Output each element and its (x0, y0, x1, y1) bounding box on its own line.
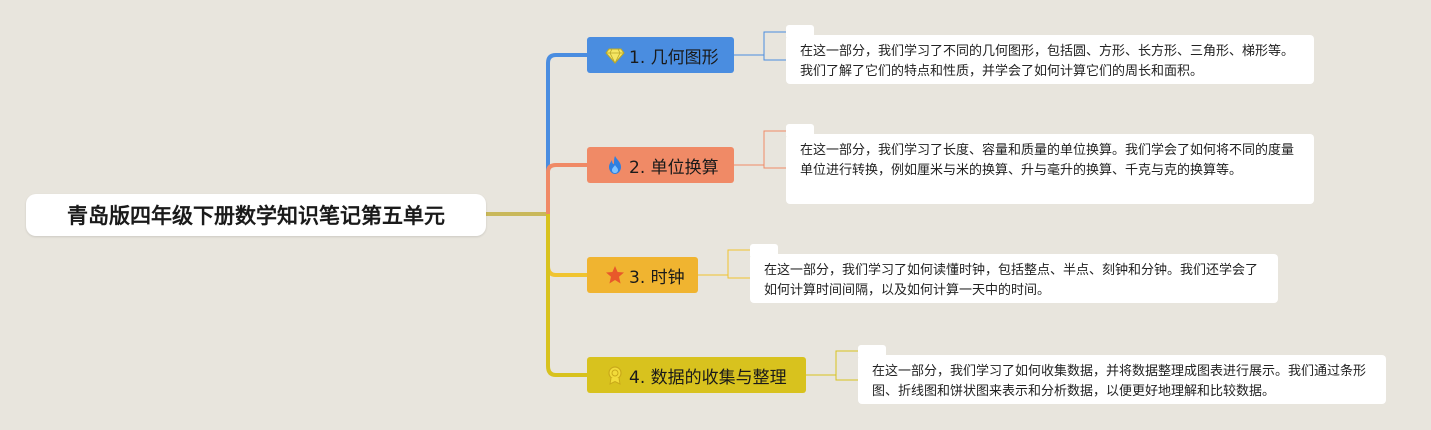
topic-data-collection[interactable]: 4. 数据的收集与整理 (587, 357, 806, 393)
note-unit-conversion[interactable]: 在这一部分，我们学习了长度、容量和质量的单位换算。我们学会了如何将不同的度量单位… (786, 134, 1314, 204)
note-clock[interactable]: 在这一部分，我们学习了如何读懂时钟，包括整点、半点、刻钟和分钟。我们还学会了如何… (750, 254, 1278, 303)
note-connector-4 (806, 350, 858, 381)
topic-label: 4. 数据的收集与整理 (629, 367, 787, 388)
note-tab (858, 345, 886, 357)
medal-icon (608, 366, 622, 385)
branch-line-4 (546, 214, 587, 377)
diamond-icon (605, 48, 625, 64)
topic-label: 2. 单位换算 (629, 157, 719, 178)
note-connector-1 (734, 31, 786, 61)
note-text: 在这一部分，我们学习了如何读懂时钟，包括整点、半点、刻钟和分钟。我们还学会了如何… (764, 263, 1259, 298)
note-text: 在这一部分，我们学习了如何收集数据，并将数据整理成图表进行展示。我们通过条形图、… (872, 364, 1367, 399)
topic-geometry[interactable]: 1. 几何图形 (587, 37, 734, 73)
note-text: 在这一部分，我们学习了长度、容量和质量的单位换算。我们学会了如何将不同的度量单位… (800, 143, 1295, 178)
topic-unit-conversion[interactable]: 2. 单位换算 (587, 147, 734, 183)
topic-label: 3. 时钟 (629, 267, 685, 288)
note-tab (786, 25, 814, 37)
star-icon (606, 266, 624, 284)
note-tab (750, 244, 778, 256)
note-tab (786, 124, 814, 136)
branch-line-3 (546, 214, 587, 277)
note-geometry[interactable]: 在这一部分，我们学习了不同的几何图形，包括圆、方形、长方形、三角形、梯形等。我们… (786, 35, 1314, 84)
central-topic-label: 青岛版四年级下册数学知识笔记第五单元 (67, 204, 445, 228)
note-data-collection[interactable]: 在这一部分，我们学习了如何收集数据，并将数据整理成图表进行展示。我们通过条形图、… (858, 355, 1386, 404)
note-text: 在这一部分，我们学习了不同的几何图形，包括圆、方形、长方形、三角形、梯形等。我们… (800, 44, 1295, 79)
note-connector-2 (734, 130, 786, 169)
flame-icon (609, 156, 621, 174)
topic-label: 1. 几何图形 (629, 47, 719, 68)
central-topic[interactable]: 青岛版四年级下册数学知识笔记第五单元 (26, 194, 486, 236)
topic-clock[interactable]: 3. 时钟 (587, 257, 698, 293)
branch-line-2 (546, 163, 587, 214)
note-connector-3 (698, 249, 750, 279)
branch-line-1 (546, 53, 587, 214)
